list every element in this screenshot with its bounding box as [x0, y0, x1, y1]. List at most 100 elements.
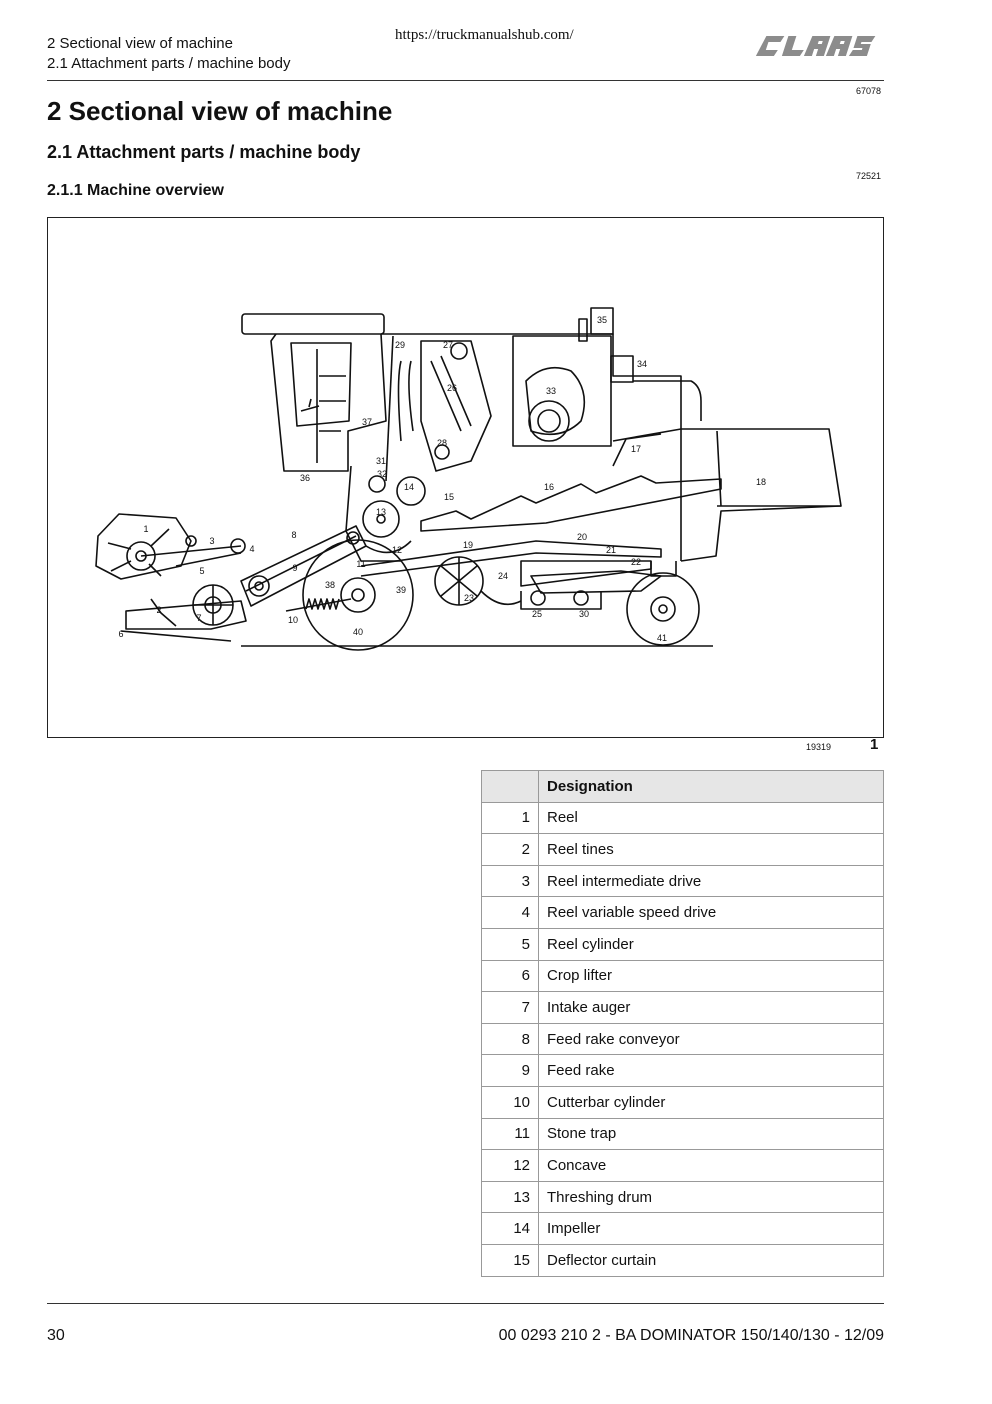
- row-designation: Feed rake: [538, 1054, 884, 1087]
- row-designation: Stone trap: [538, 1117, 884, 1151]
- source-url[interactable]: https://truckmanualshub.com/: [395, 27, 574, 43]
- running-header-section: 2.1 Attachment parts / machine body: [47, 55, 291, 72]
- table-header-row: Designation: [481, 770, 884, 803]
- callout-label: 33: [546, 386, 556, 396]
- subsection-heading: 2.1.1 Machine overview: [47, 182, 224, 199]
- reference-code: 67078: [856, 86, 882, 96]
- combine-harvester-sectional-drawing: 1 2 3 4 5 6 7 8 9 10 11 12 13 14 15 16 1…: [95, 307, 842, 651]
- row-number: 5: [481, 927, 539, 961]
- row-number: 9: [481, 1054, 539, 1087]
- callout-label: 7: [196, 613, 201, 623]
- row-designation: Threshing drum: [538, 1180, 884, 1214]
- callout-label: 8: [291, 530, 296, 540]
- row-number: 6: [481, 959, 539, 993]
- callout-label: 23: [464, 593, 474, 603]
- footer-rule: [47, 1303, 884, 1304]
- row-number: 11: [481, 1117, 539, 1151]
- callout-label: 14: [404, 482, 414, 492]
- callout-label: 27: [443, 340, 453, 350]
- callout-label: 28: [437, 438, 447, 448]
- row-designation: Feed rake conveyor: [538, 1022, 884, 1056]
- callout-label: 11: [356, 559, 365, 569]
- row-number: 12: [481, 1149, 539, 1182]
- callout-label: 13: [376, 507, 386, 517]
- callout-label: 24: [498, 571, 508, 581]
- row-designation: Cutterbar cylinder: [538, 1085, 884, 1119]
- row-designation: Impeller: [538, 1212, 884, 1245]
- callout-label: 15: [444, 492, 454, 502]
- row-number: 10: [481, 1085, 539, 1119]
- callout-label: 26: [447, 383, 457, 393]
- row-designation: Reel variable speed drive: [538, 896, 884, 929]
- row-number: 13: [481, 1180, 539, 1214]
- claas-logo: [755, 36, 876, 56]
- figure-number: 1: [870, 736, 879, 753]
- callout-label: 4: [249, 544, 254, 554]
- machine-overview-figure: 1 2 3 4 5 6 7 8 9 10 11 12 13 14 15 16 1…: [47, 217, 884, 738]
- row-designation: Concave: [538, 1149, 884, 1182]
- row-designation: Reel: [538, 801, 884, 835]
- callout-label: 3: [209, 536, 214, 546]
- callout-label: 40: [353, 627, 363, 637]
- row-number: 8: [481, 1022, 539, 1056]
- table-header-number: [481, 770, 539, 803]
- row-designation: Reel cylinder: [538, 927, 884, 961]
- callout-label: 25: [532, 609, 542, 619]
- row-designation: Reel tines: [538, 833, 884, 866]
- row-number: 4: [481, 896, 539, 929]
- row-number: 3: [481, 864, 539, 898]
- row-designation: Deflector curtain: [538, 1243, 884, 1277]
- callout-label: 6: [118, 629, 123, 639]
- header-rule: [47, 80, 884, 81]
- callout-label: 21: [606, 545, 616, 555]
- document-id: 00 0293 210 2 - BA DOMINATOR 150/140/130…: [498, 1327, 884, 1344]
- figure-reference-code: 19319: [806, 742, 832, 752]
- callout-label: 41: [657, 633, 667, 643]
- callout-label: 17: [631, 444, 641, 454]
- callout-label: 16: [544, 482, 554, 492]
- callout-label: 1: [143, 524, 148, 534]
- callout-label: 35: [597, 315, 607, 325]
- callout-label: 20: [577, 532, 587, 542]
- reference-code: 72521: [856, 171, 882, 181]
- callout-label: 29: [395, 340, 405, 350]
- callout-label: 32: [377, 469, 387, 479]
- section-heading: 2.1 Attachment parts / machine body: [47, 142, 361, 162]
- callout-label: 31: [376, 456, 386, 466]
- row-number: 14: [481, 1212, 539, 1245]
- table-header-designation: Designation: [538, 770, 884, 803]
- page-title: 2 Sectional view of machine: [47, 96, 393, 126]
- row-number: 7: [481, 991, 539, 1024]
- callout-label: 39: [396, 585, 406, 595]
- callout-label: 9: [292, 563, 297, 573]
- row-number: 1: [481, 801, 539, 835]
- callout-label: 12: [392, 545, 402, 555]
- callout-label: 18: [756, 477, 766, 487]
- callout-label: 37: [362, 417, 372, 427]
- row-designation: Intake auger: [538, 991, 884, 1024]
- callout-label: 34: [637, 359, 647, 369]
- callout-label: 19: [463, 540, 473, 550]
- callout-label: 30: [579, 609, 589, 619]
- callout-label: 10: [288, 615, 298, 625]
- callout-label: 22: [631, 557, 641, 567]
- callout-label: 5: [199, 566, 204, 576]
- row-number: 2: [481, 833, 539, 866]
- row-designation: Reel intermediate drive: [538, 864, 884, 898]
- running-header-chapter: 2 Sectional view of machine: [47, 35, 233, 52]
